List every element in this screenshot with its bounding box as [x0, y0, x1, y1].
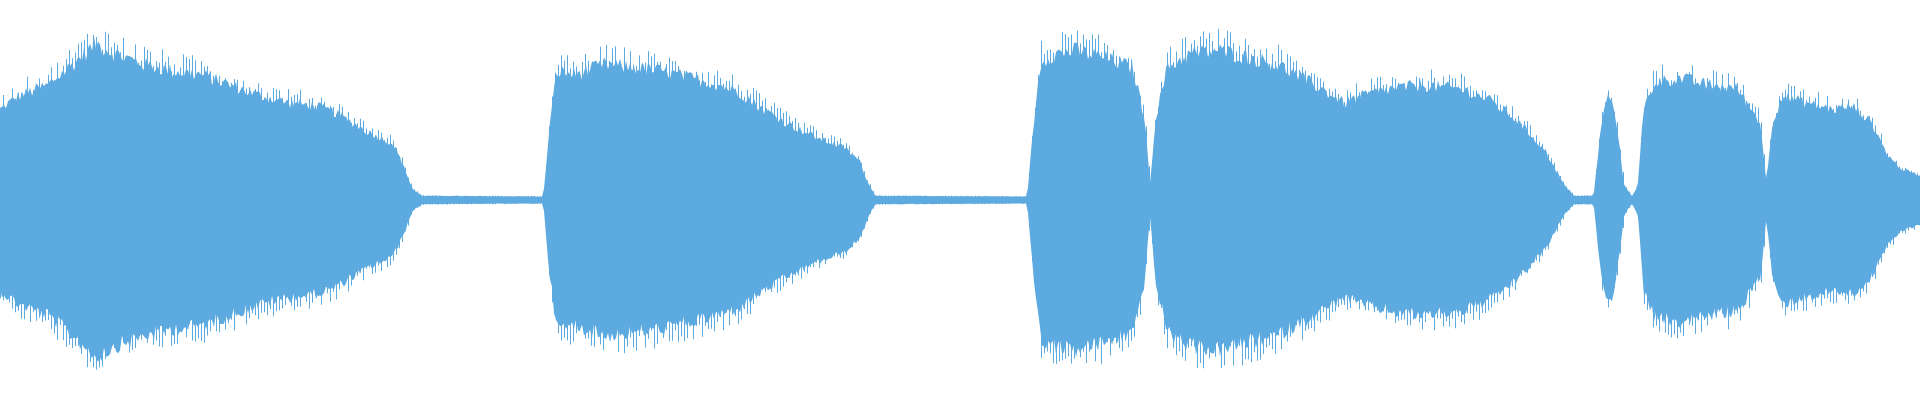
waveform-peaks [0, 28, 1918, 370]
